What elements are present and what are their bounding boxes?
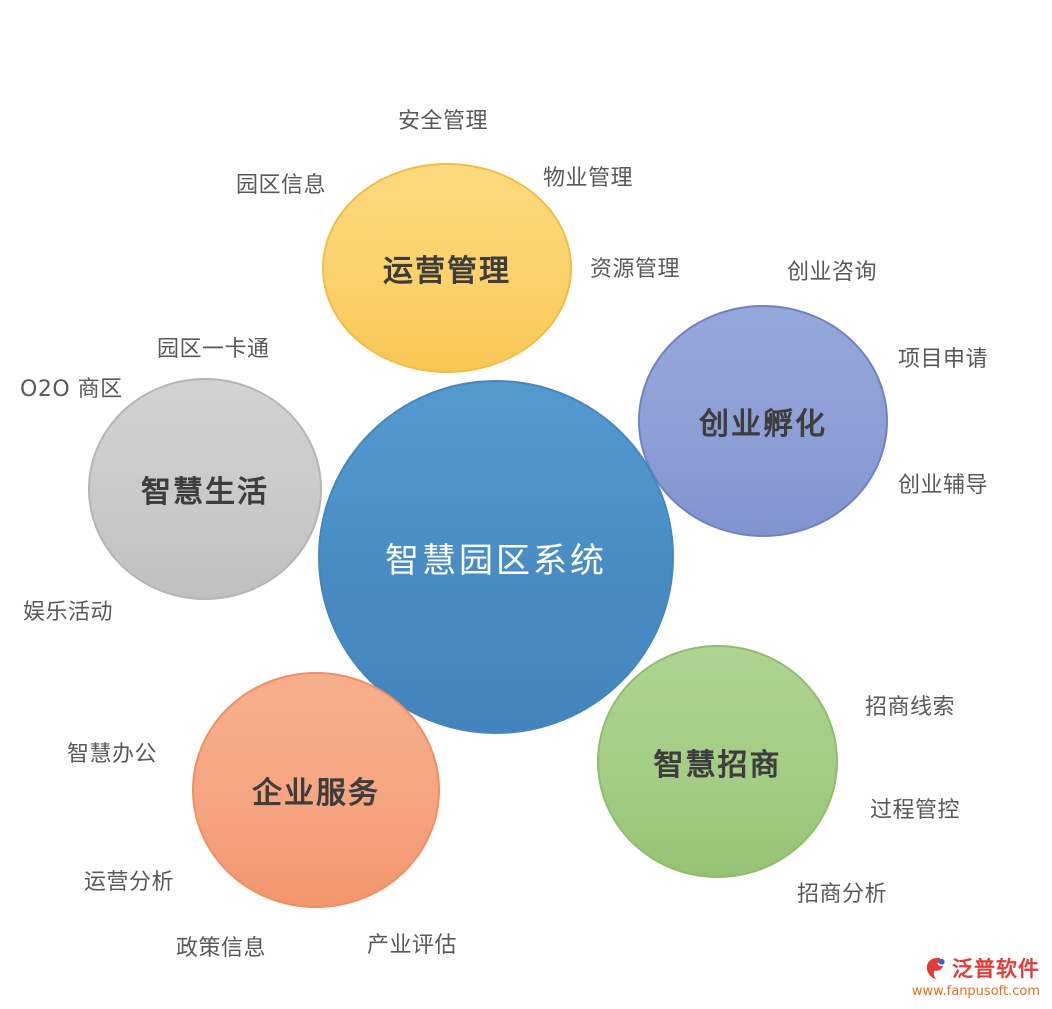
feature-label-startup-coaching: 创业辅导 [898, 473, 989, 498]
node-startup-incubation: 创业孵化 [638, 305, 888, 537]
node-smart-life: 智慧生活 [88, 378, 322, 600]
node-operations-label: 运营管理 [383, 254, 511, 289]
fanpu-logo-icon [924, 957, 947, 980]
feature-label-investment-analysis: 招商分析 [797, 882, 888, 907]
feature-label-property-management: 物业管理 [543, 166, 634, 191]
node-investment-label: 智慧招商 [653, 747, 782, 783]
feature-label-park-card: 园区一卡通 [157, 337, 270, 362]
node-enterprise-services: 企业服务 [192, 672, 440, 908]
feature-label-resource-management: 资源管理 [590, 257, 681, 282]
node-operations-management: 运营管理 [322, 163, 572, 373]
node-smart-investment: 智慧招商 [597, 645, 838, 878]
watermark-url-text: www.fanpusoft.com [911, 984, 1040, 999]
node-services-label: 企业服务 [252, 776, 380, 811]
node-center-smart-park-system: 智慧园区系统 [318, 380, 674, 734]
feature-label-o2o-mall: O2O 商区 [20, 377, 123, 402]
feature-label-safety-management: 安全管理 [398, 109, 489, 134]
feature-label-process-control: 过程管控 [870, 798, 961, 823]
feature-label-park-information: 园区信息 [236, 173, 327, 198]
watermark: 泛普软件 www.fanpusoft.com [912, 953, 1040, 999]
node-life-label: 智慧生活 [141, 475, 269, 510]
feature-label-policy-information: 政策信息 [176, 936, 267, 961]
feature-label-industry-evaluation: 产业评估 [367, 933, 458, 958]
feature-label-startup-consulting: 创业咨询 [787, 260, 878, 285]
center-title: 智慧园区系统 [385, 540, 607, 581]
feature-label-smart-office: 智慧办公 [67, 742, 158, 767]
watermark-brand-text: 泛普软件 [952, 957, 1040, 981]
feature-label-project-application: 项目申请 [898, 347, 989, 372]
node-incubation-label: 创业孵化 [699, 407, 827, 442]
feature-label-investment-leads: 招商线索 [865, 695, 956, 720]
feature-label-operation-analysis: 运营分析 [84, 870, 175, 895]
feature-label-entertainment: 娱乐活动 [23, 600, 114, 625]
